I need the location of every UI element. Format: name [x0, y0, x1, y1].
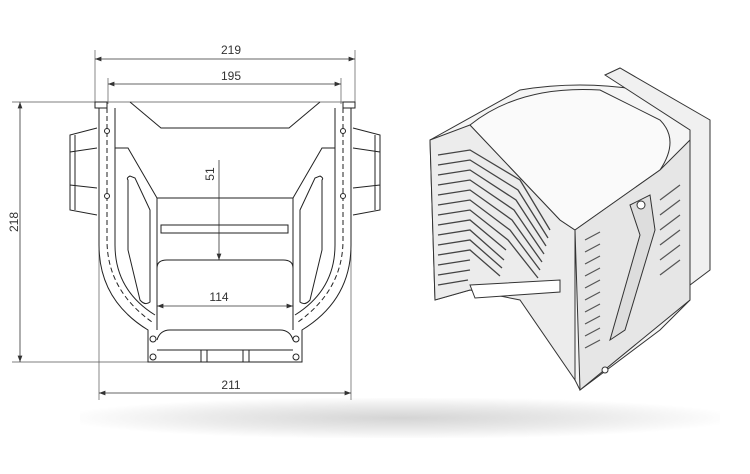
- front-view: [12, 50, 381, 400]
- right-ear: [352, 127, 381, 216]
- left-ear: [69, 127, 98, 216]
- dim-114-label: 114: [209, 290, 228, 304]
- handle: [609, 194, 656, 342]
- mounting-bolts: [104, 128, 346, 361]
- side-vents: [584, 184, 681, 349]
- dim-211-label: 211: [221, 378, 240, 392]
- dim-195-label: 195: [221, 69, 241, 83]
- dim-218-label: 218: [7, 212, 21, 232]
- dim-51-label: 51: [203, 167, 217, 181]
- dimension-lines: [17, 56, 355, 396]
- card-slots: [437, 149, 551, 286]
- isometric-render: [429, 67, 711, 392]
- dim-219-label: 219: [221, 43, 241, 57]
- floor-shadow: [80, 398, 720, 438]
